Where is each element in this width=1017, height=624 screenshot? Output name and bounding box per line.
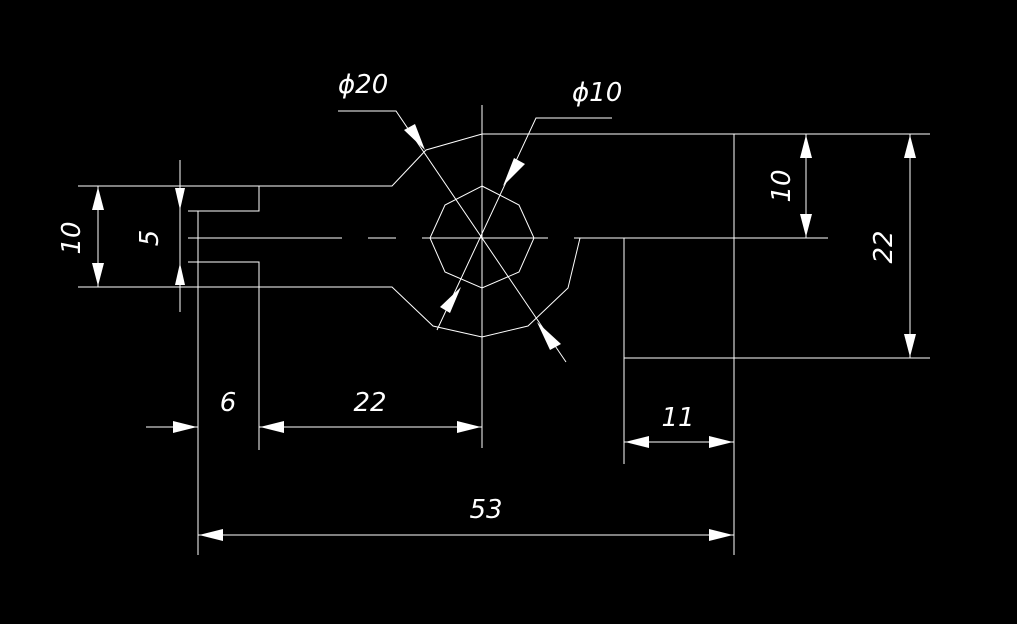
arrow (199, 529, 223, 541)
dia-outer-label: ϕ20 (338, 70, 388, 100)
arrow (800, 135, 812, 158)
arrow (92, 263, 104, 286)
dimension-lines (92, 134, 916, 541)
overall-length-label: 53 (469, 495, 502, 525)
arrow (404, 124, 425, 150)
slot-top (188, 186, 260, 212)
arrow (440, 287, 461, 313)
center-offset-label: 22 (353, 388, 386, 418)
arrow (800, 214, 812, 237)
part-outline (78, 105, 930, 555)
arrow (537, 322, 561, 350)
octagon-hole (429, 185, 535, 289)
dia-inner-leader (436, 117, 612, 331)
arrow (904, 135, 916, 158)
arrow (709, 436, 733, 448)
lower-arm-profile (78, 237, 581, 338)
slot-bottom (188, 261, 260, 450)
arrow (709, 529, 733, 541)
total-height-label: 22 (869, 230, 899, 263)
arrow (92, 187, 104, 210)
arrow (503, 158, 525, 186)
dimension-labels: ϕ20 ϕ10 10 5 10 22 6 22 11 53 (57, 70, 899, 525)
dia-outer-leader (338, 110, 567, 363)
dia-inner-label: ϕ10 (572, 78, 622, 108)
slot-height-label: 5 (135, 230, 165, 247)
diameter-leaders (338, 110, 612, 363)
arrow (625, 436, 649, 448)
arrow (173, 421, 197, 433)
arrow (457, 421, 481, 433)
upper-arm-profile (78, 133, 930, 187)
arrow (904, 334, 916, 357)
arrow (175, 263, 185, 285)
slot-width-label: 6 (220, 388, 237, 418)
right-height-label: 10 (767, 169, 797, 202)
arrow (260, 421, 284, 433)
arrow (175, 188, 185, 210)
left-height-label: 10 (57, 221, 87, 254)
step-width-label: 11 (661, 403, 694, 433)
